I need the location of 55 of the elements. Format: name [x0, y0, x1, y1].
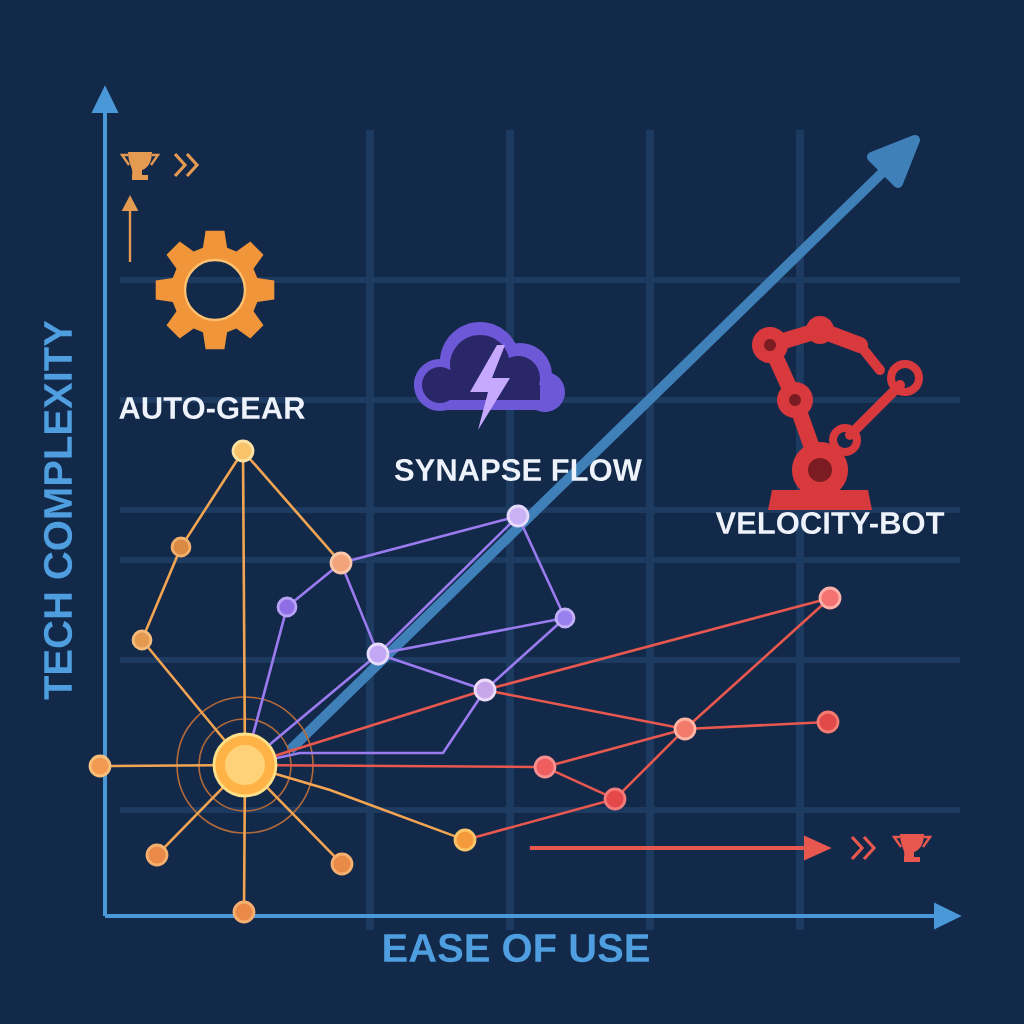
network-dot: [554, 607, 576, 629]
connector-line: [266, 786, 336, 858]
connector-line: [621, 735, 679, 793]
network-dot: [366, 642, 390, 666]
connector-line: [248, 458, 336, 557]
connector-line: [343, 572, 376, 645]
connector-line: [274, 691, 476, 757]
connector-line: [350, 517, 509, 562]
connector-line: [146, 646, 227, 742]
network-dot: [506, 504, 530, 528]
network-dot: [818, 586, 842, 610]
connector-line: [163, 786, 224, 849]
connector-line: [553, 770, 607, 796]
connector-line: [384, 522, 512, 648]
network-dot: [673, 717, 697, 741]
network-dot: [453, 828, 477, 852]
network-dot: [329, 551, 353, 575]
axis-label: TECH COMPLEXITY: [43, 320, 73, 700]
connector-line: [275, 697, 481, 760]
network-dot: [88, 754, 112, 778]
connector-line: [494, 690, 676, 729]
network-dot: [232, 900, 256, 924]
network-dot: [330, 852, 354, 876]
network-dot: [533, 755, 557, 779]
connector-line: [494, 599, 821, 689]
connector-line: [110, 763, 214, 768]
network-dot: [231, 439, 255, 463]
connector-line: [276, 763, 535, 769]
product-label: SYNAPSE FLOW: [394, 459, 642, 481]
axis-label: EASE OF USE: [384, 933, 649, 963]
product-label: AUTO-GEAR: [119, 397, 305, 419]
network-dot: [145, 843, 169, 867]
connector-line: [521, 524, 563, 611]
network-dot: [473, 678, 497, 702]
connector-line: [691, 604, 824, 723]
network-dot: [816, 710, 840, 734]
connector-line: [474, 800, 606, 839]
product-label: VELOCITY-BOT: [715, 512, 945, 534]
network-dot: [170, 536, 192, 558]
connector-line: [268, 659, 371, 746]
connector-line: [695, 721, 818, 730]
connector-line: [554, 730, 676, 766]
network-dot: [603, 787, 627, 811]
connector-line: [274, 772, 456, 838]
connector-line: [144, 555, 179, 632]
connector-line: [185, 459, 239, 540]
connector-line: [491, 623, 559, 685]
connector-line: [293, 568, 334, 603]
connector-line: [242, 796, 247, 902]
network-dot: [276, 596, 298, 618]
connector-line: [241, 461, 247, 734]
connector-line: [387, 618, 557, 654]
connector-line: [387, 656, 476, 688]
network-dot: [131, 629, 153, 651]
connector-line: [251, 615, 286, 735]
